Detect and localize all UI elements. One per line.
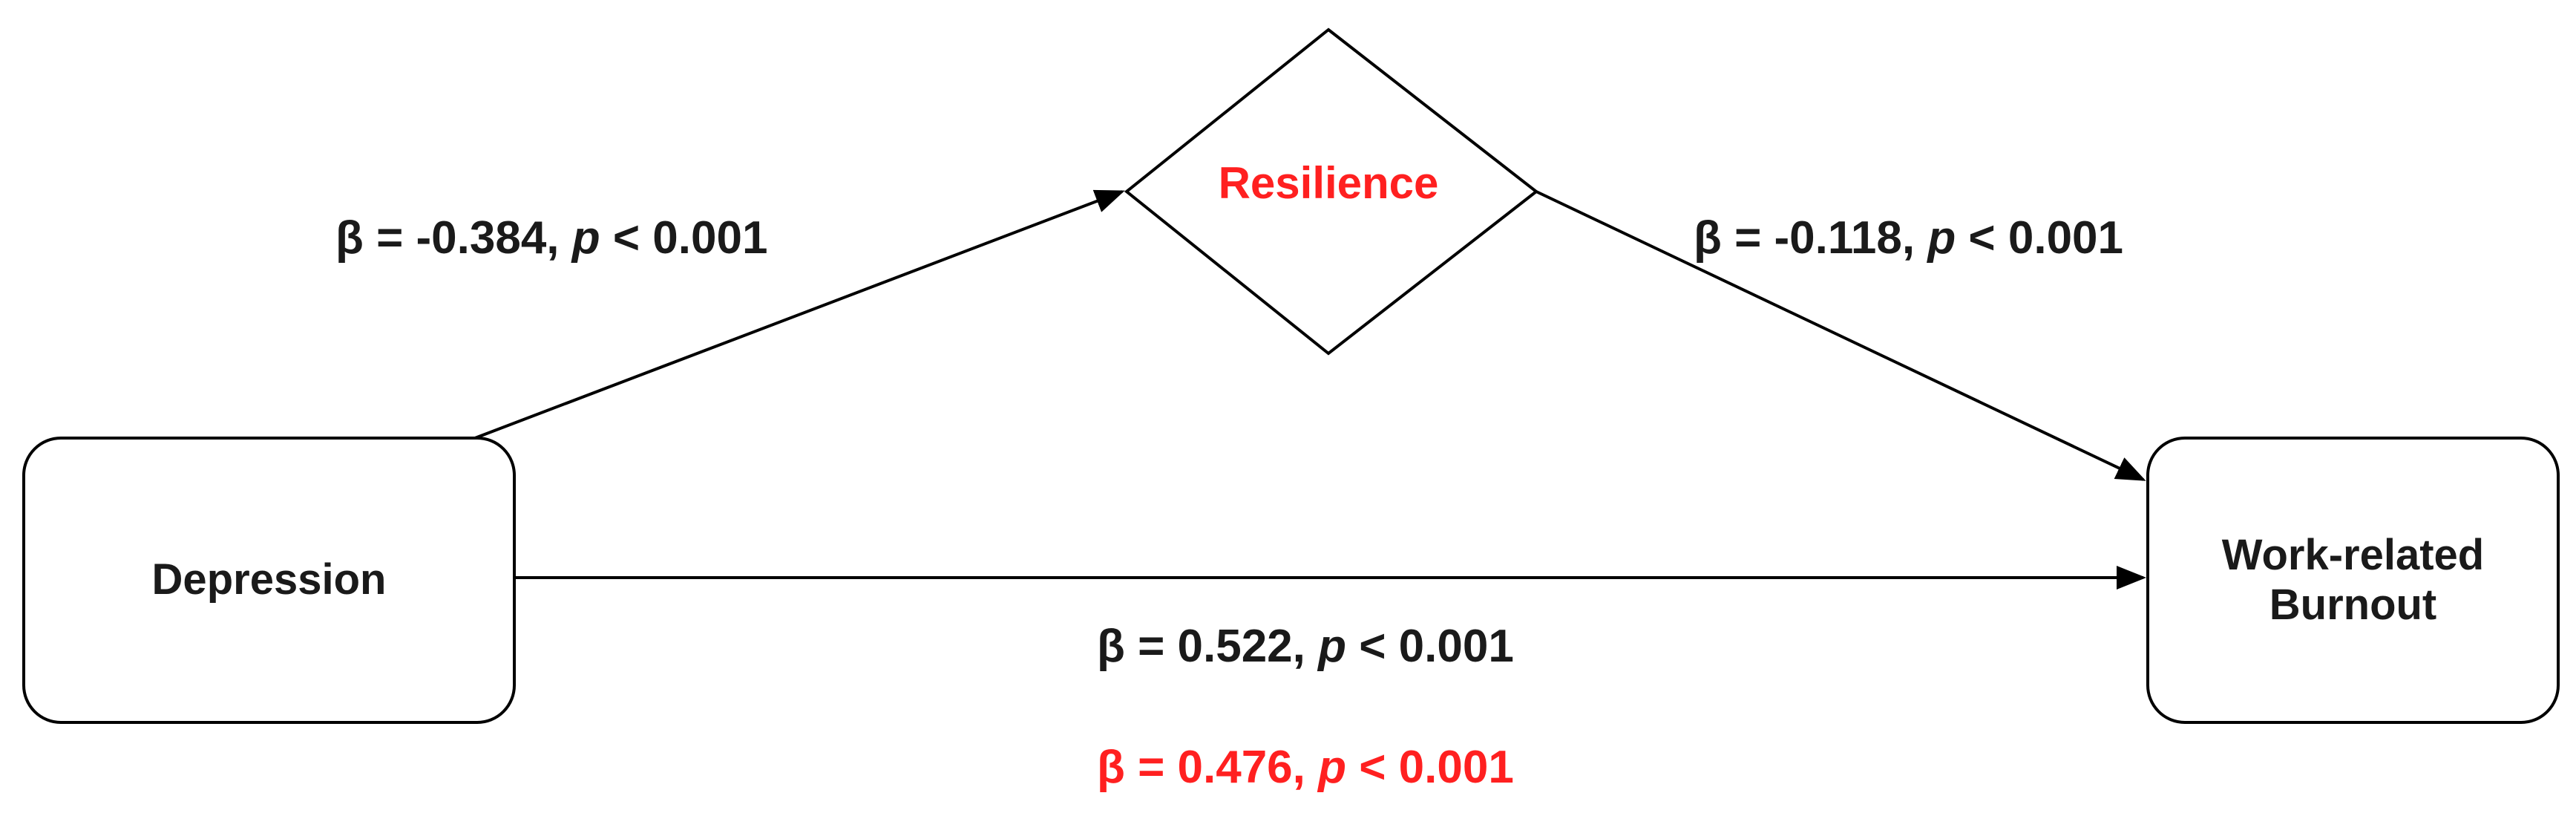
path-b-p-symbol: p (1927, 212, 1956, 264)
path-a-p-symbol: p (571, 212, 600, 264)
path-b-arrow (1536, 190, 2146, 481)
total-p-value: < 0.001 (1346, 742, 1514, 793)
direct-path-coefficient: β = 0.522, p < 0.001 (1097, 620, 1514, 673)
direct-beta: β = 0.522, (1097, 621, 1319, 672)
burnout-node: Work-related Burnout (2146, 437, 2560, 724)
total-effect-coefficient: β = 0.476, p < 0.001 (1097, 741, 1514, 794)
resilience-label: Resilience (1218, 158, 1439, 208)
depression-node: Depression (22, 437, 516, 724)
path-a-p-value: < 0.001 (600, 212, 768, 264)
path-b-coefficient: β = -0.118, p < 0.001 (1694, 212, 2123, 264)
resilience-diamond (1124, 27, 1539, 356)
depression-label: Depression (151, 555, 387, 604)
path-a-arrow (474, 189, 1125, 440)
direct-p-value: < 0.001 (1346, 621, 1514, 672)
total-p-symbol: p (1318, 742, 1346, 793)
burnout-label: Work-related Burnout (2222, 531, 2484, 630)
path-b-beta: β = -0.118, (1694, 212, 1928, 264)
path-b-p-value: < 0.001 (1956, 212, 2124, 264)
path-a-coefficient: β = -0.384, p < 0.001 (335, 212, 767, 264)
path-a-beta: β = -0.384, (335, 212, 572, 264)
total-beta: β = 0.476, (1097, 742, 1319, 793)
direct-p-symbol: p (1318, 621, 1346, 672)
burnout-label-line2: Burnout (2269, 580, 2437, 629)
burnout-label-line1: Work-related (2221, 530, 2485, 579)
